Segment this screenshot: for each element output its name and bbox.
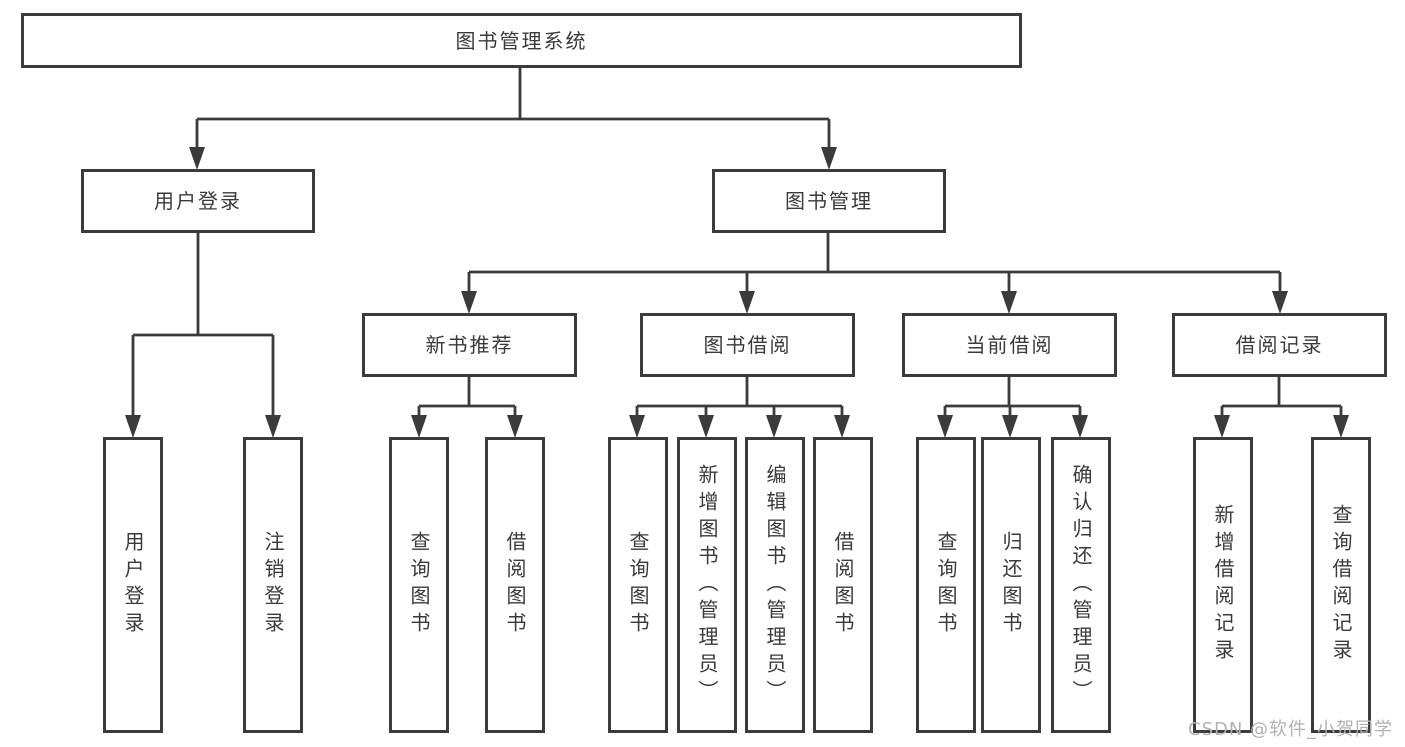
leaf-edit-books-admin: 编辑图书（管理员）: [745, 437, 805, 733]
leaf-return-books: 归还图书: [981, 437, 1041, 733]
leaf-borrow-books-recommend: 借阅图书: [485, 437, 545, 733]
leaf-query-books-borrow: 查询图书: [608, 437, 668, 733]
leaf-add-borrow-record: 新增借阅记录: [1193, 437, 1253, 733]
leaf-query-books-current: 查询图书: [916, 437, 976, 733]
node-current-borrowing: 当前借阅: [902, 313, 1117, 377]
node-book-borrowing: 图书借阅: [640, 313, 855, 377]
node-library-management-system: 图书管理系统: [21, 13, 1022, 68]
node-book-management: 图书管理: [712, 169, 946, 233]
leaf-confirm-return-admin: 确认归还（管理员）: [1051, 437, 1111, 733]
node-borrowing-records: 借阅记录: [1172, 313, 1387, 377]
leaf-add-books-admin: 新增图书（管理员）: [677, 437, 737, 733]
node-new-book-recommendation: 新书推荐: [362, 313, 577, 377]
leaf-borrow-books: 借阅图书: [813, 437, 873, 733]
node-user-login: 用户登录: [81, 169, 315, 233]
leaf-logout: 注销登录: [243, 437, 303, 733]
leaf-query-books-recommend: 查询图书: [389, 437, 449, 733]
leaf-query-borrow-record: 查询借阅记录: [1311, 437, 1371, 733]
leaf-user-login: 用户登录: [103, 437, 163, 733]
csdn-watermark: CSDN @软件_小贺同学: [1188, 719, 1394, 740]
